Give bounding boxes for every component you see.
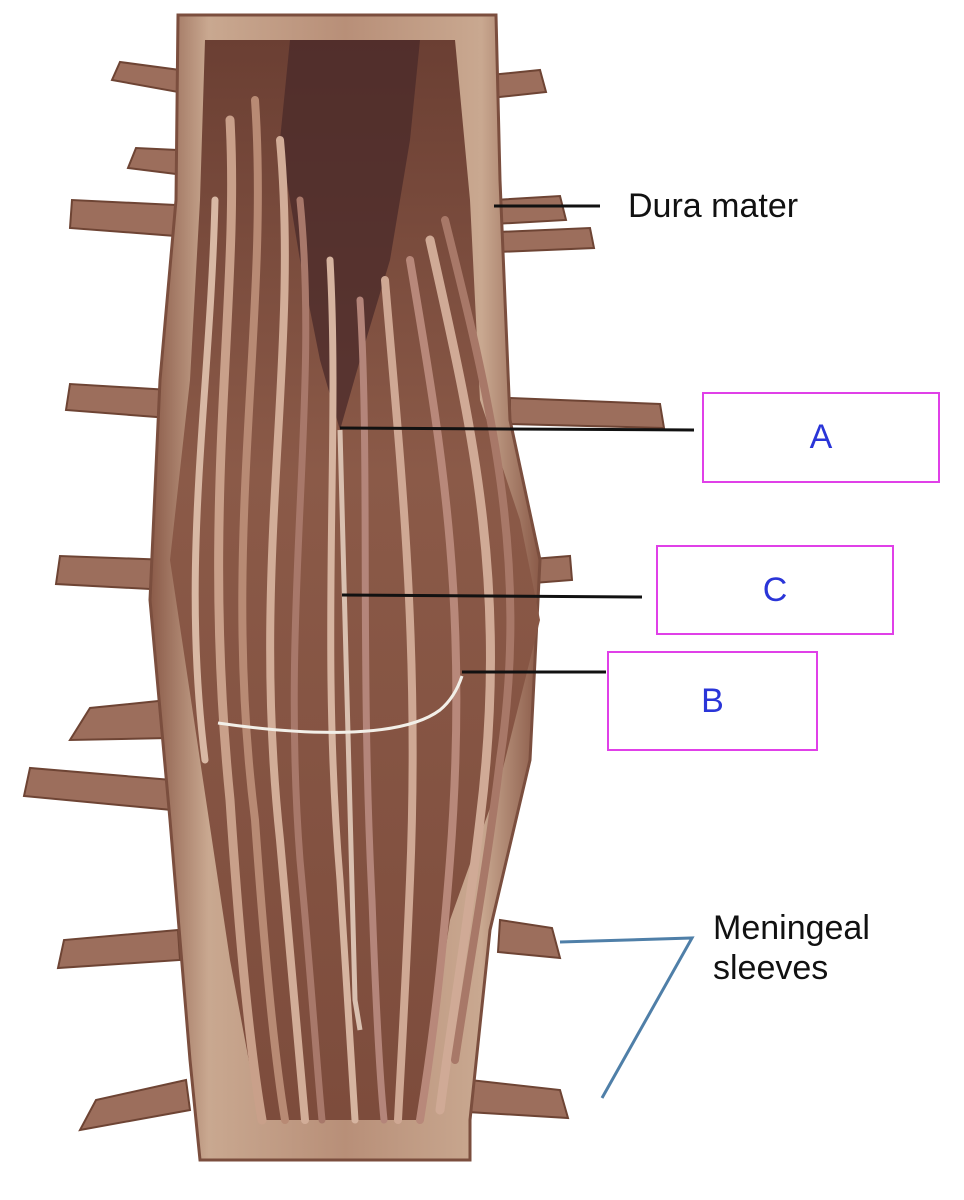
cauda-equina-strands bbox=[191, 96, 515, 1125]
label-a-leader-line bbox=[339, 426, 695, 432]
answer-box-b: B bbox=[607, 651, 818, 751]
answer-box-a-letter: A bbox=[809, 418, 833, 456]
answer-box-c: C bbox=[656, 545, 894, 635]
meningeal-sleeves-label-line1: Meningeal bbox=[713, 909, 870, 947]
meningeal-sleeves-pointer bbox=[559, 936, 695, 1099]
meningeal-sleeves-label-line2: sleeves bbox=[713, 949, 829, 987]
filum-terminale-strand bbox=[337, 429, 363, 1031]
label-c-leader-line bbox=[341, 593, 643, 599]
answer-box-c-letter: C bbox=[762, 570, 788, 609]
white-thread bbox=[217, 675, 464, 734]
answer-box-b-letter: B bbox=[701, 681, 724, 720]
dura-mater-label: Dura mater bbox=[628, 187, 799, 225]
conus-medullaris-shape bbox=[280, 40, 420, 430]
meningeal-sleeves-left bbox=[22, 60, 192, 1132]
meningeal-sleeves-label: Meningeal sleeves bbox=[713, 908, 870, 988]
answer-box-a: A bbox=[702, 392, 940, 483]
